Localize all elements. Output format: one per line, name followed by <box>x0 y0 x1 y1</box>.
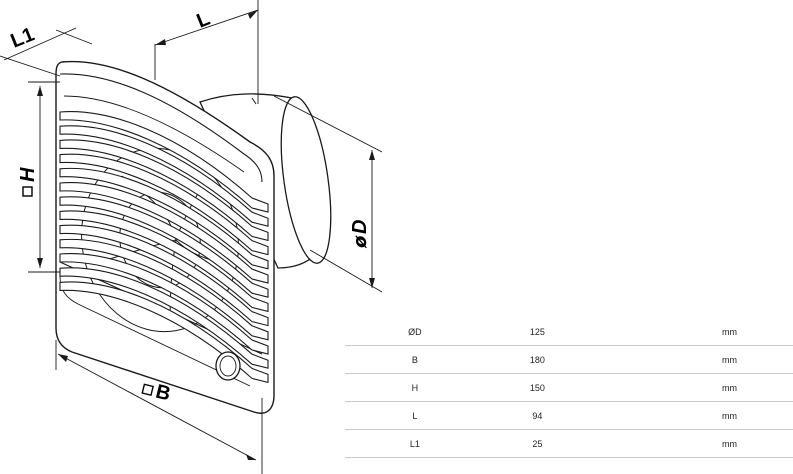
label-h: H <box>17 167 39 182</box>
fan-indicator-button <box>215 351 241 381</box>
louvre-slat <box>59 267 269 369</box>
spec-param: B <box>345 345 485 374</box>
label-d-group: ø D <box>349 220 371 249</box>
louvre-slat <box>59 196 269 298</box>
spec-value: 180 <box>484 345 591 374</box>
spec-param: H <box>345 373 485 402</box>
spec-value: 125 <box>484 318 591 346</box>
louvre-slat <box>59 167 269 270</box>
diameter-icon: ø <box>350 235 371 249</box>
louvre-slat <box>59 281 269 384</box>
dimension-lines <box>0 0 383 474</box>
spec-unit: mm <box>590 318 793 346</box>
spec-param: L <box>345 401 485 430</box>
spec-value: 150 <box>484 373 591 402</box>
label-b: B <box>153 381 172 406</box>
louvre-slat <box>59 139 269 242</box>
louvre-slat <box>59 182 269 284</box>
label-l: L <box>194 8 214 33</box>
louvre-slat <box>59 253 269 355</box>
louvre-slat <box>59 125 269 227</box>
spec-value: 25 <box>484 429 591 458</box>
label-d: D <box>349 220 371 234</box>
louvre-slat <box>59 111 269 213</box>
louvre-slat <box>59 153 269 256</box>
label-l1: L1 <box>8 23 38 52</box>
spec-unit: mm <box>590 401 793 430</box>
louvre-slat <box>59 210 269 313</box>
square-icon <box>22 186 33 197</box>
spec-unit: mm <box>590 429 793 458</box>
louvre-slat <box>59 238 269 341</box>
label-b-group: B <box>141 381 173 406</box>
louvre-slat <box>59 224 269 327</box>
label-h-group: H <box>17 167 39 197</box>
spec-param: L1 <box>345 429 485 458</box>
spec-value: 94 <box>484 401 591 430</box>
spec-unit: mm <box>590 345 793 374</box>
dimension-arrows <box>37 10 375 460</box>
spec-param: ØD <box>345 318 485 346</box>
square-icon <box>141 383 155 397</box>
spec-unit: mm <box>590 373 793 402</box>
fan-louvres <box>59 111 269 384</box>
